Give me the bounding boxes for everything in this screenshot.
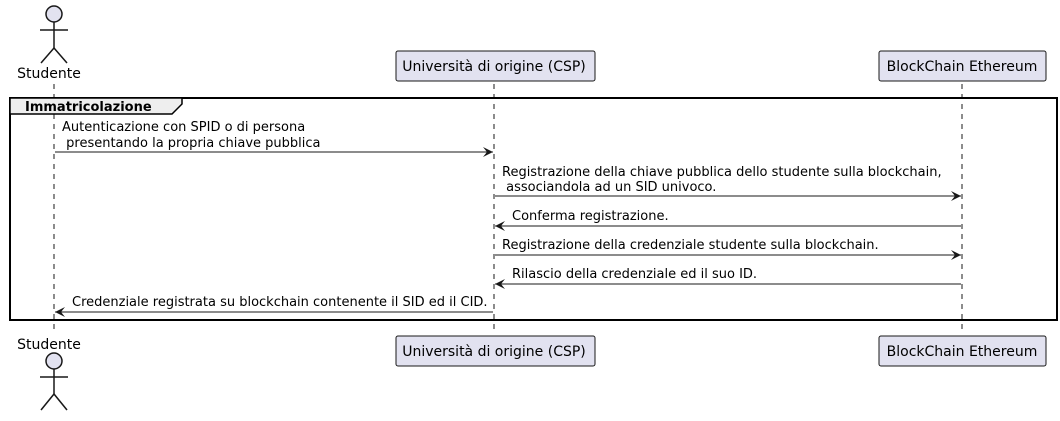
message-label-line: Registrazione della chiave pubblica dell… [502, 165, 942, 180]
message-5: Rilascio della credenziale ed il suo ID. [495, 267, 961, 289]
participant-blockchain-top: BlockChain Ethereum [878, 50, 1047, 82]
message-label-line: associandola ad un SID univoco. [502, 180, 716, 195]
actor-name: Studente [17, 66, 81, 82]
participant-label: Università di origine (CSP) [402, 59, 586, 75]
participant-label: Università di origine (CSP) [402, 344, 586, 360]
group-frame-label: Immatricolazione [25, 100, 152, 115]
message-label-line: Credenziale registrata su blockchain con… [72, 295, 488, 310]
message-6: Credenziale registrata su blockchain con… [55, 295, 493, 317]
participant-label: BlockChain Ethereum [887, 59, 1038, 75]
message-3: Conferma registrazione. [495, 209, 961, 231]
message-label-line: presentando la propria chiave pubblica [62, 136, 321, 151]
actor-name: Studente [17, 337, 81, 353]
message-label-line: Autenticazione con SPID o di persona [62, 120, 305, 135]
message-4: Registrazione della credenziale studente… [495, 238, 961, 260]
actor-studente-top: Studente [17, 5, 81, 82]
message-1: Autenticazione con SPID o di persona pre… [55, 120, 493, 157]
participant-universita-top: Università di origine (CSP) [395, 50, 596, 82]
message-2: Registrazione della chiave pubblica dell… [495, 165, 961, 201]
message-label-line: Registrazione della credenziale studente… [502, 238, 879, 253]
participant-universita-bottom: Università di origine (CSP) [395, 335, 596, 367]
group-frame: Immatricolazione [9, 97, 1058, 321]
actor-studente-bottom: Studente [17, 337, 81, 411]
actor-icon [45, 5, 63, 23]
actor-icon [45, 352, 63, 370]
participant-blockchain-bottom: BlockChain Ethereum [878, 335, 1047, 367]
participant-label: BlockChain Ethereum [887, 344, 1038, 360]
message-label-line: Conferma registrazione. [512, 209, 669, 224]
group-frame-tab [9, 97, 183, 115]
message-label-line: Rilascio della credenziale ed il suo ID. [512, 267, 757, 282]
